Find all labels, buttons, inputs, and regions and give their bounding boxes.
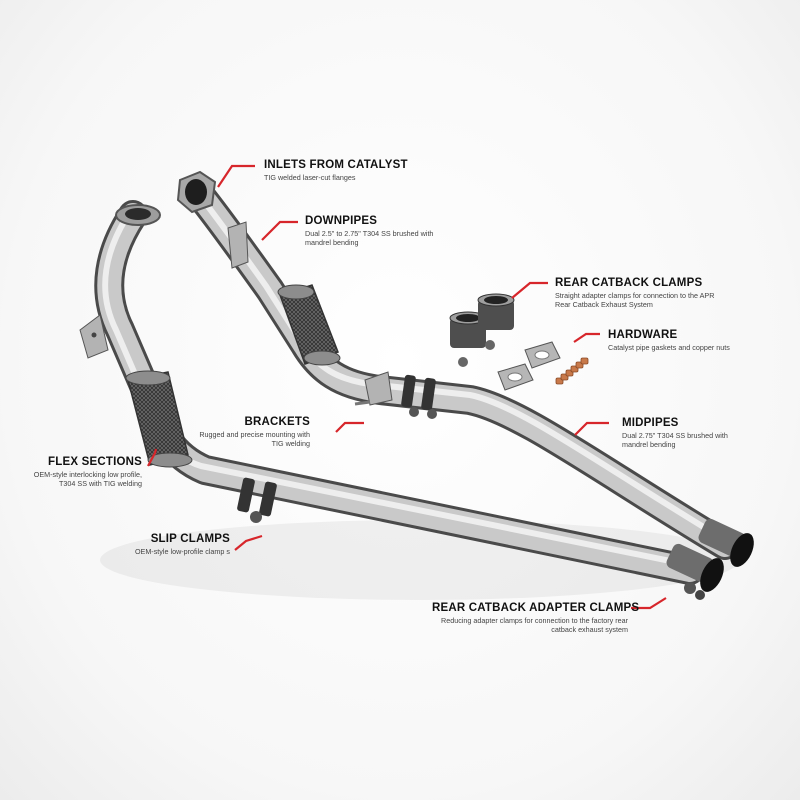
gaskets-and-nuts	[497, 341, 589, 391]
outlet-adapter-clamps	[666, 518, 754, 600]
leader-brackets	[335, 421, 364, 433]
right-flex-section	[277, 284, 341, 366]
leader-rear-catback-clamps	[511, 281, 548, 299]
right-bracket	[227, 221, 249, 269]
callout-title: REAR CATBACK ADAPTER CLAMPS	[432, 602, 640, 614]
mid-bracket	[354, 371, 393, 406]
callout-midpipes: MIDPIPES Dual 2.75" T304 SS brushed with…	[622, 417, 752, 449]
slip-clamp-right	[401, 374, 437, 419]
callout-title: MIDPIPES	[622, 417, 679, 429]
callout-desc: Dual 2.75" T304 SS brushed with mandrel …	[622, 431, 728, 449]
callout-inlets: INLETS FROM CATALYST TIG welded laser-cu…	[264, 159, 408, 182]
callout-desc: OEM-style interlocking low profile, T304…	[33, 470, 142, 488]
leader-hardware	[573, 332, 600, 343]
callout-flex-sections: FLEX SECTIONS OEM-style interlocking low…	[22, 456, 142, 488]
callout-title: FLEX SECTIONS	[48, 456, 142, 468]
callout-title: HARDWARE	[608, 329, 678, 341]
left-flex-section	[125, 370, 193, 468]
callout-desc: OEM-style low-profile clamp s	[134, 547, 230, 556]
callout-desc: Dual 2.5" to 2.75" T304 SS brushed with …	[305, 229, 434, 247]
slip-clamp-left	[237, 477, 277, 523]
callout-desc: Catalyst pipe gaskets and copper nuts	[608, 343, 730, 352]
callout-desc: Rugged and precise mounting with TIG wel…	[199, 430, 310, 448]
callout-desc: Straight adapter clamps for connection t…	[555, 291, 715, 309]
callout-title: INLETS FROM CATALYST	[264, 159, 408, 171]
leader-inlets	[217, 164, 255, 188]
callout-slip-clamps: SLIP CLAMPS OEM-style low-profile clamp …	[105, 533, 230, 556]
leader-slip	[234, 534, 263, 551]
callout-rear-catback-adapter-clamps: REAR CATBACK ADAPTER CLAMPS Reducing ada…	[432, 602, 640, 634]
callout-leader-lines	[147, 164, 667, 610]
callout-title: REAR CATBACK CLAMPS	[555, 277, 703, 289]
callout-title: SLIP CLAMPS	[150, 533, 230, 545]
callout-title: BRACKETS	[244, 416, 310, 428]
callout-hardware: HARDWARE Catalyst pipe gaskets and coppe…	[608, 329, 758, 352]
loose-catback-clamps	[449, 293, 515, 367]
callout-title: DOWNPIPES	[305, 215, 378, 227]
leader-downpipes	[261, 220, 298, 241]
left-inlet-flange	[115, 204, 161, 226]
callout-downpipes: DOWNPIPES Dual 2.5" to 2.75" T304 SS bru…	[305, 215, 440, 247]
leader-adapter	[631, 597, 667, 610]
leader-midpipes	[574, 421, 609, 436]
leader-flex	[147, 448, 158, 467]
callout-desc: Reducing adapter clamps for connection t…	[441, 616, 628, 634]
left-bracket	[79, 314, 109, 359]
callout-brackets: BRACKETS Rugged and precise mounting wit…	[198, 416, 310, 448]
callout-rear-catback-clamps: REAR CATBACK CLAMPS Straight adapter cla…	[555, 277, 715, 309]
callout-desc: TIG welded laser-cut flanges	[264, 173, 356, 182]
right-inlet-flange	[176, 170, 217, 214]
